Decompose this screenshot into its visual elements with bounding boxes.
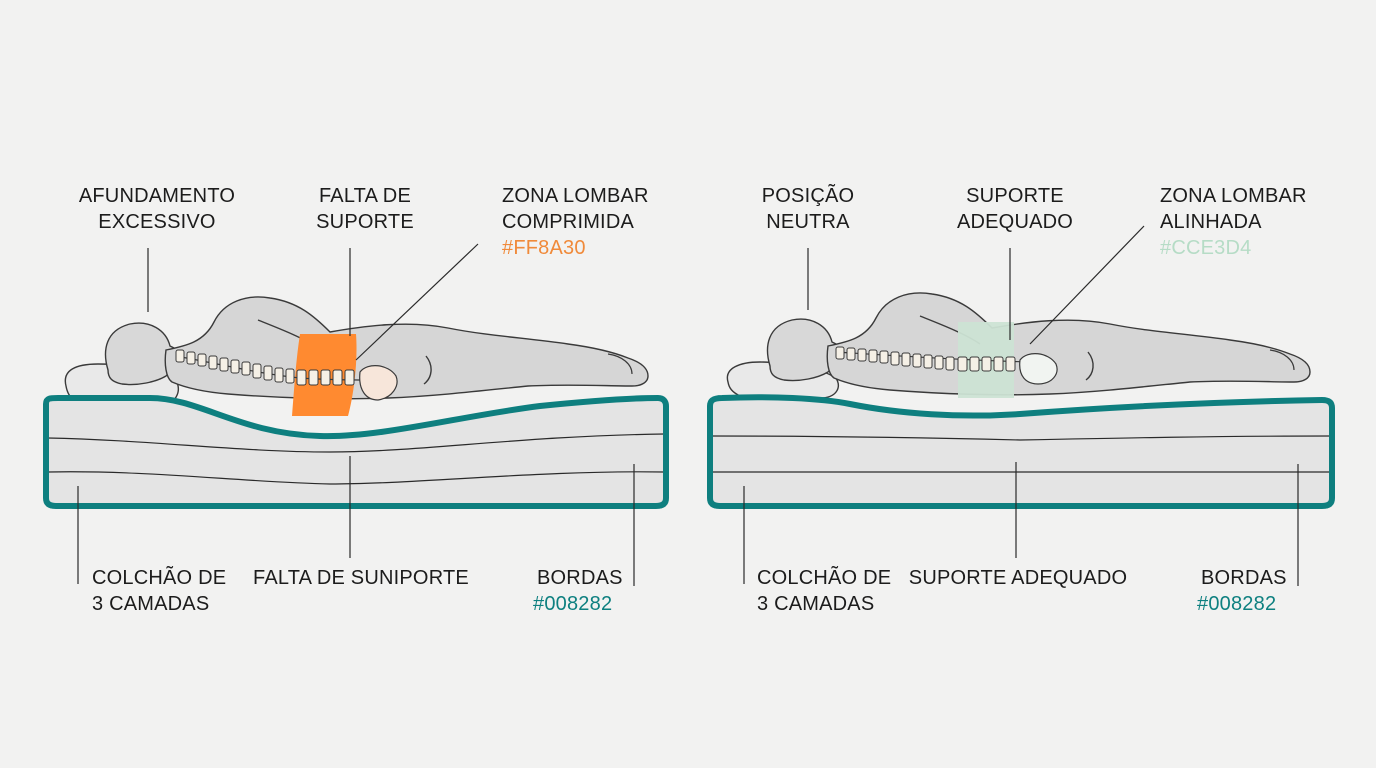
label-bordas-right: BORDAS #008282 <box>1197 565 1287 617</box>
label-colchao-left: COLCHÃO DE 3 CAMADAS <box>92 565 226 617</box>
label-zona-alinhada-hex: #CCE3D4 <box>1160 237 1252 259</box>
label-posicao-line2: NEUTRA <box>766 211 850 233</box>
label-bordas-left: BORDAS #008282 <box>533 565 623 617</box>
label-zona-lombar-line2: COMPRIMIDA <box>502 211 634 233</box>
label-colchao-left-line2: 3 CAMADAS <box>92 593 210 615</box>
left-leader-zona <box>355 243 479 361</box>
left-mattress-border <box>43 395 669 509</box>
label-suporte-adequado-bottom: SUPORTE ADEQUADO <box>909 565 1127 591</box>
label-bordas-left-text: BORDAS <box>537 567 623 589</box>
label-zona-alinhada-line2: ALINHADA <box>1160 211 1262 233</box>
label-posicao-neutra: POSIÇÃO NEUTRA <box>762 183 855 235</box>
left-layer-line-2 <box>47 471 665 485</box>
label-afundamento-line1: AFUNDAMENTO <box>78 185 236 207</box>
label-suporte-bottom-text: SUPORTE ADEQUADO <box>908 567 1128 589</box>
label-zona-alinhada-line1: ZONA LOMBAR <box>1160 185 1307 207</box>
label-falta-suporte-bottom-text: FALTA DE SUNIPORTE <box>253 567 469 589</box>
label-bordas-right-text: BORDAS <box>1201 567 1287 589</box>
left-spine <box>175 349 398 401</box>
label-colchao-right-line2: 3 CAMADAS <box>757 593 875 615</box>
label-falta-suporte-line2: SUPORTE <box>316 211 414 233</box>
label-afundamento-line2: EXCESSIVO <box>98 211 216 233</box>
label-colchao-left-line1: COLCHÃO DE <box>92 567 227 589</box>
label-afundamento: AFUNDAMENTO EXCESSIVO <box>79 183 235 235</box>
label-zona-lombar-hex: #FF8A30 <box>502 237 586 259</box>
right-scene <box>707 225 1335 586</box>
left-scene <box>43 243 669 586</box>
label-falta-suporte-top: FALTA DE SUPORTE <box>316 183 414 235</box>
label-posicao-line1: POSIÇÃO <box>761 185 855 207</box>
left-layer-line-1 <box>47 433 665 453</box>
label-colchao-right-line1: COLCHÃO DE <box>757 567 892 589</box>
right-layer-line-1 <box>711 435 1331 441</box>
label-falta-suporte-bottom: FALTA DE SUNIPORTE <box>253 565 469 591</box>
right-spine <box>835 346 1058 385</box>
label-suporte-top-line2: ADEQUADO <box>956 211 1074 233</box>
label-suporte-adequado-top: SUPORTE ADEQUADO <box>957 183 1073 235</box>
label-bordas-left-hex: #008282 <box>533 593 613 615</box>
label-falta-suporte-line1: FALTA DE <box>318 185 411 207</box>
label-zona-lombar-alinhada: ZONA LOMBAR ALINHADA #CCE3D4 <box>1160 183 1307 261</box>
right-mattress <box>710 397 1332 506</box>
label-suporte-top-line1: SUPORTE <box>966 185 1064 207</box>
label-zona-lombar-comprimida: ZONA LOMBAR COMPRIMIDA #FF8A30 <box>502 183 649 261</box>
label-colchao-right: COLCHÃO DE 3 CAMADAS <box>757 565 891 617</box>
right-leader-zona <box>1029 225 1145 345</box>
label-bordas-right-hex: #008282 <box>1197 593 1277 615</box>
right-mattress-border <box>707 394 1335 509</box>
label-zona-lombar-line1: ZONA LOMBAR <box>502 185 649 207</box>
